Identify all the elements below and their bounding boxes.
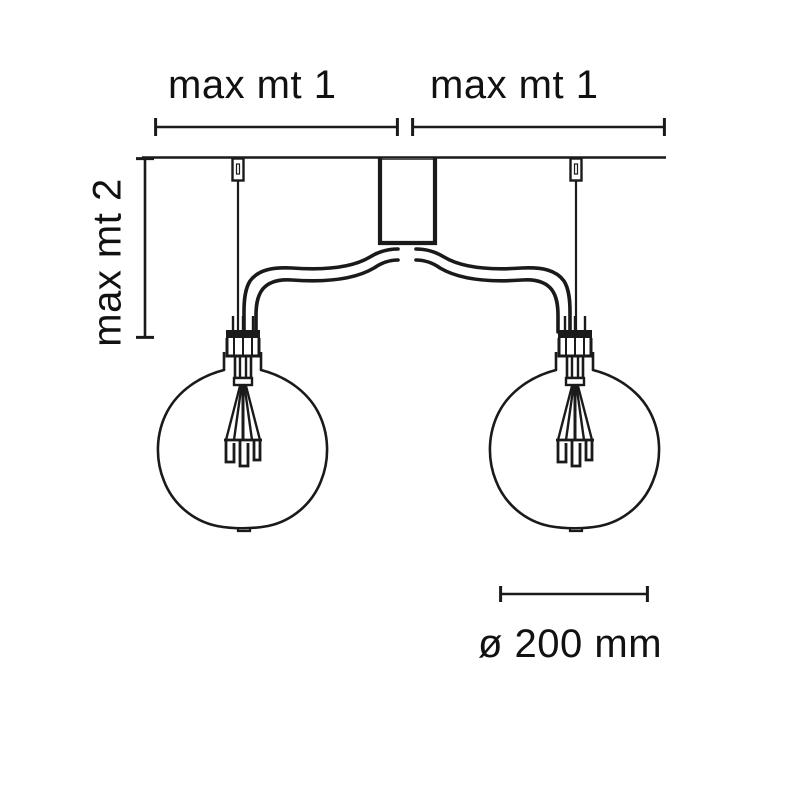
left-globe-bulb bbox=[156, 352, 329, 533]
right-ceiling-anchor bbox=[569, 157, 583, 182]
left-lamp-socket bbox=[225, 316, 261, 358]
diameter-label: ø 200 mm bbox=[478, 622, 663, 666]
right-horizontal-dimension bbox=[411, 118, 666, 136]
right-power-cable bbox=[414, 247, 572, 334]
right-filament bbox=[556, 356, 594, 468]
right-lamp-socket bbox=[557, 316, 593, 358]
height-label: max mt 2 bbox=[85, 178, 130, 347]
left-horizontal-dimension bbox=[154, 118, 399, 136]
central-canopy bbox=[377, 158, 438, 246]
right-span-label: max mt 1 bbox=[430, 63, 599, 107]
globe-diameter-dimension bbox=[499, 586, 649, 602]
vertical-dimension bbox=[136, 157, 154, 339]
left-span-label: max mt 1 bbox=[168, 63, 337, 107]
right-globe-bulb bbox=[488, 352, 661, 533]
left-filament bbox=[224, 356, 262, 468]
left-ceiling-anchor bbox=[231, 157, 245, 182]
left-power-cable bbox=[242, 247, 400, 334]
